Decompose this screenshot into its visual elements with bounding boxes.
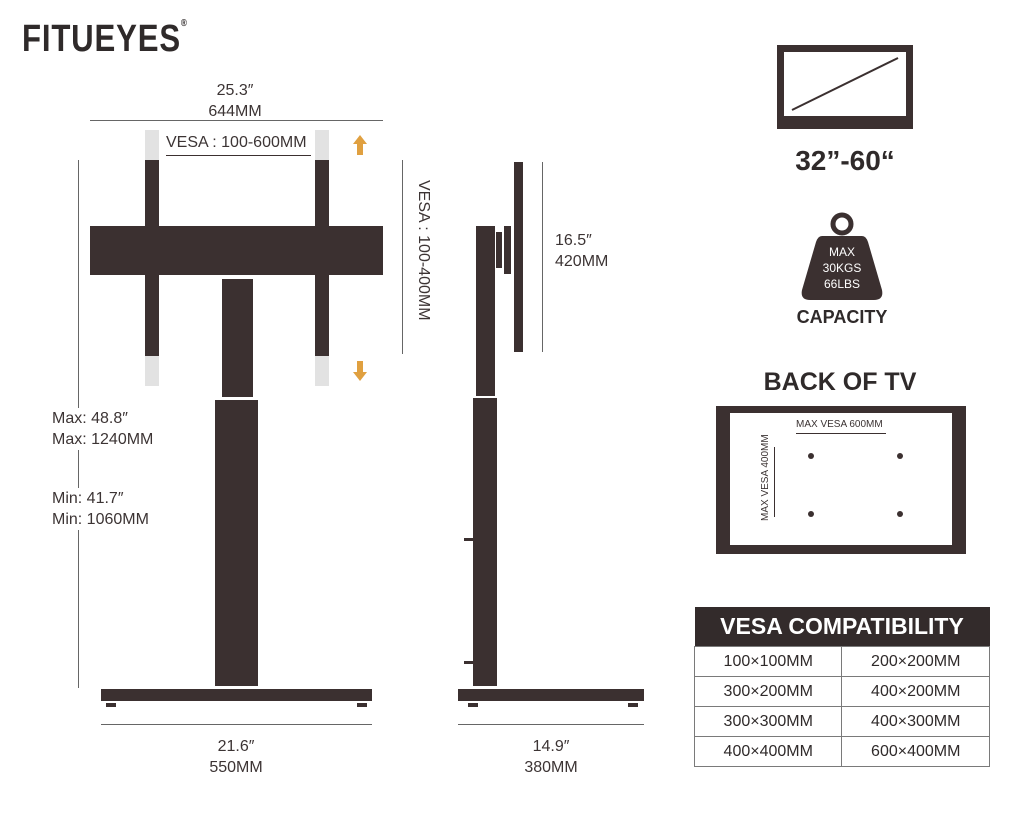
vesa-hole-top-left xyxy=(808,453,814,459)
vesa-horizontal-label: VESA : 100-600MM xyxy=(166,134,307,151)
weight-icon xyxy=(801,212,883,300)
weight-max: MAX xyxy=(828,245,855,259)
table-cell: 600×400MM xyxy=(841,736,990,767)
table-cell: 100×100MM xyxy=(693,646,843,677)
side-bracket-plate xyxy=(496,232,502,268)
side-tv-panel xyxy=(514,162,523,352)
side-base xyxy=(458,689,644,701)
table-cell: 300×300MM xyxy=(693,706,843,737)
lower-column xyxy=(215,400,258,686)
min-height-inches: Min: 41.7″ xyxy=(52,490,124,507)
brand-logo: FITUEYES® xyxy=(22,18,188,61)
side-base-width-label: 14.9″ 380MM xyxy=(506,736,596,778)
front-base-inches: 21.6″ xyxy=(217,738,255,755)
vesa-hole-bottom-left xyxy=(808,511,814,517)
front-width-mm: 644MM xyxy=(208,103,262,120)
mount-crossbar xyxy=(90,226,383,275)
vesa-hole-bottom-right xyxy=(897,511,903,517)
back-of-tv-frame: MAX VESA 600MM MAX VESA 400MM xyxy=(716,406,966,554)
side-bracket xyxy=(504,226,511,274)
table-row: 300×200MM 400×200MM xyxy=(693,676,990,707)
back-vesa-v-line xyxy=(774,447,775,517)
table-cell: 400×400MM xyxy=(693,736,843,767)
side-lower-column xyxy=(473,398,497,686)
arrow-up-icon xyxy=(353,135,367,155)
capacity-label: CAPACITY xyxy=(796,307,888,327)
weight-kgs: 30KGS xyxy=(822,261,862,275)
vesa-horizontal-underline xyxy=(166,155,311,156)
table-cell: 400×200MM xyxy=(841,676,990,707)
vesa-compatibility-table: VESA COMPATIBILITY 100×100MM 200×200MM 3… xyxy=(693,607,990,767)
arrow-down-icon xyxy=(353,361,367,381)
front-base-width-label: 21.6″ 550MM xyxy=(186,736,286,778)
left-rail-bottom-extension xyxy=(145,356,159,386)
min-height-label: Min: 41.7″ Min: 1060MM xyxy=(52,488,149,530)
front-width-inches: 25.3″ xyxy=(216,82,254,99)
side-base-foot-right xyxy=(628,703,638,707)
left-rail-top-extension xyxy=(145,130,159,160)
max-height-label: Max: 48.8″ Max: 1240MM xyxy=(52,408,154,450)
front-width-label: 25.3″ 644MM xyxy=(180,80,290,122)
table-cell: 300×200MM xyxy=(693,676,843,707)
side-base-dimension-line xyxy=(458,724,644,725)
max-height-mm: Max: 1240MM xyxy=(52,431,154,448)
side-height-inches: 16.5″ xyxy=(555,232,592,249)
vesa-table-title: VESA COMPATIBILITY xyxy=(694,607,990,647)
table-row: 100×100MM 200×200MM xyxy=(693,646,990,677)
front-base-foot-left xyxy=(106,703,116,707)
brand-name: FITUEYES xyxy=(22,18,181,60)
vesa-vertical-dimension-line xyxy=(402,160,403,354)
side-height-dimension-line xyxy=(542,162,543,352)
front-base-dimension-line xyxy=(101,724,372,725)
back-of-tv-panel: MAX VESA 600MM MAX VESA 400MM xyxy=(730,413,952,545)
tv-screen-icon xyxy=(777,45,913,129)
min-height-mm: Min: 1060MM xyxy=(52,511,149,528)
right-rail-bottom-extension xyxy=(315,356,329,386)
vesa-hole-top-right xyxy=(897,453,903,459)
side-tick-upper xyxy=(464,538,473,541)
side-upper-column xyxy=(476,226,495,396)
front-base xyxy=(101,689,372,701)
side-base-foot-left xyxy=(468,703,478,707)
table-cell: 200×200MM xyxy=(841,646,990,677)
registered-mark: ® xyxy=(180,18,188,29)
front-base-foot-right xyxy=(357,703,367,707)
back-vesa-v-label: MAX VESA 400MM xyxy=(760,434,771,521)
vesa-vertical-label: VESA : 100-400MM xyxy=(415,180,432,321)
front-width-dimension-line xyxy=(90,120,383,121)
side-height-label: 16.5″ 420MM xyxy=(555,230,608,272)
tv-size-range: 32”-60“ xyxy=(795,145,895,176)
back-vesa-h-label: MAX VESA 600MM xyxy=(796,419,883,430)
side-height-mm: 420MM xyxy=(555,253,609,270)
upper-column xyxy=(222,279,253,397)
front-base-mm: 550MM xyxy=(209,759,263,776)
side-base-mm: 380MM xyxy=(524,759,578,776)
side-tick-lower xyxy=(464,661,473,664)
right-rail-top-extension xyxy=(315,130,329,160)
max-height-inches: Max: 48.8″ xyxy=(52,410,128,427)
weight-text: MAX 30KGS 66LBS xyxy=(800,244,884,292)
table-row: 300×300MM 400×300MM xyxy=(693,706,990,737)
back-vesa-h-line xyxy=(796,433,886,434)
weight-lbs: 66LBS xyxy=(823,277,861,291)
side-base-inches: 14.9″ xyxy=(532,738,570,755)
table-row: 400×400MM 600×400MM xyxy=(693,736,990,767)
table-cell: 400×300MM xyxy=(841,706,990,737)
back-of-tv-title: BACK OF TV xyxy=(763,368,917,396)
